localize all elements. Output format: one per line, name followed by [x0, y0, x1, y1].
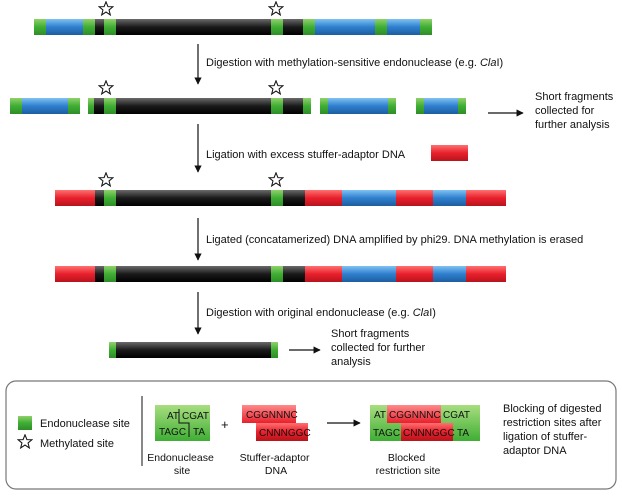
step-1-text: Digestion with methylation-sensitive end…: [206, 57, 503, 69]
svg-text:CGGNNNC: CGGNNNC: [246, 410, 298, 421]
stuffer-adaptor-diagram: CGGNNNC CNNNGGC: [242, 405, 311, 441]
svg-text:AT: AT: [374, 410, 386, 421]
blocked-site-caption: Blocked restriction site: [376, 452, 441, 477]
blocking-description: Blocking of digested restriction sites a…: [503, 403, 605, 457]
dna-row-1: [34, 19, 432, 35]
methylation-star-icon: [98, 172, 114, 187]
step-3-text: Ligated (concatamerized) DNA amplified b…: [206, 234, 583, 246]
svg-text:TAGC: TAGC: [373, 428, 400, 439]
svg-text:TAGC: TAGC: [159, 427, 186, 438]
plus-sign: +: [221, 417, 229, 432]
svg-text:TA: TA: [457, 428, 469, 439]
endonuclease-site-label: Endonuclease site: [40, 418, 130, 430]
svg-text:CGGNNNC: CGGNNNC: [389, 410, 441, 421]
short-fragments-note-2: Short fragments collected for further an…: [331, 328, 428, 368]
dna-row-5: [109, 342, 278, 358]
methylation-star-icon: [268, 80, 284, 95]
svg-text:AT: AT: [167, 411, 179, 422]
dna-row-2: [10, 98, 466, 114]
svg-text:CNNNGGC: CNNNGGC: [259, 428, 311, 439]
methylated-site-label: Methylated site: [40, 438, 114, 450]
svg-text:CNNNGGC: CNNNGGC: [403, 428, 455, 439]
endonuclease-site-diagram: AT CGAT TAGC TA: [155, 405, 210, 441]
endonuclease-site-swatch: [18, 416, 32, 430]
stuffer-adaptor-caption: Stuffer-adaptor DNA: [240, 452, 313, 477]
step-4-text: Digestion with original endonuclease (e.…: [206, 307, 436, 319]
methylation-star-icon: [268, 172, 284, 187]
endonuclease-site-caption: Endonuclease site: [147, 452, 216, 477]
methylation-star-icon: [268, 1, 284, 16]
blocked-site-diagram: AT CGGNNNC CGAT TAGC CNNNGGC TA: [370, 405, 480, 441]
svg-text:TA: TA: [193, 427, 205, 438]
step-2-text: Ligation with excess stuffer-adaptor DNA: [206, 149, 406, 161]
methylation-star-icon: [98, 80, 114, 95]
dna-row-3: [55, 190, 506, 206]
short-fragments-note-1: Short fragments collected for further an…: [535, 91, 616, 131]
svg-text:CGAT: CGAT: [182, 411, 209, 422]
methylation-star-icon: [98, 1, 114, 16]
svg-text:CGAT: CGAT: [443, 410, 470, 421]
stuffer-adaptor-block: [431, 145, 468, 161]
dna-row-4: [55, 266, 506, 282]
